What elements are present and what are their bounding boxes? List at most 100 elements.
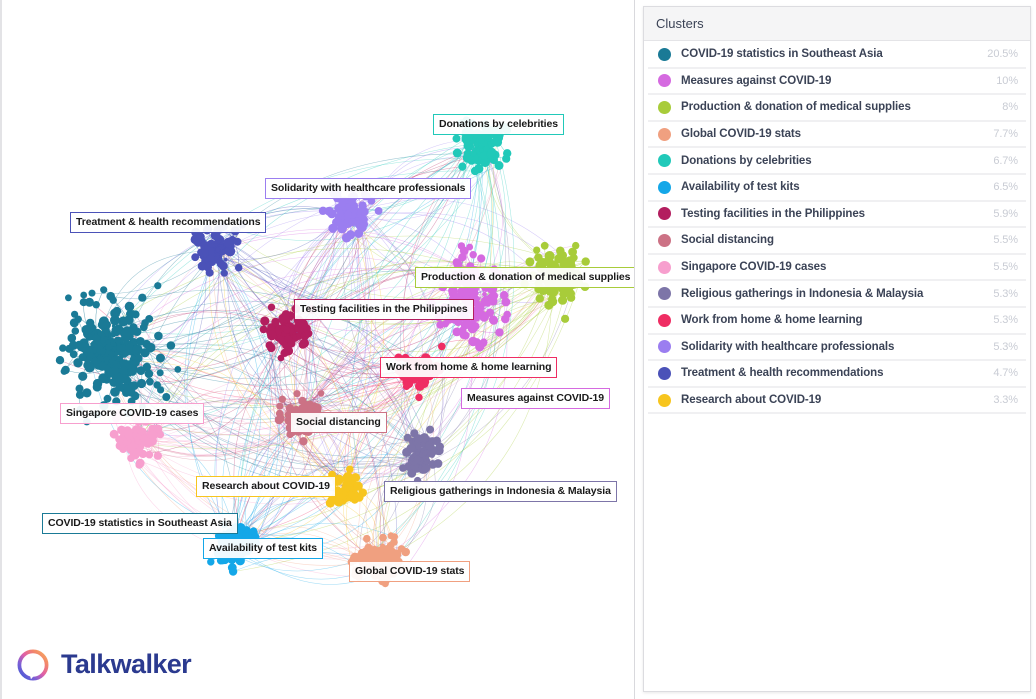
network-node[interactable] — [109, 429, 119, 439]
cluster-graph-label[interactable]: Work from home & home learning — [380, 357, 558, 378]
network-node[interactable] — [548, 294, 557, 303]
network-node[interactable] — [328, 497, 337, 505]
network-node[interactable] — [342, 206, 348, 211]
network-node[interactable] — [469, 251, 477, 259]
network-node[interactable] — [469, 137, 473, 141]
network-node[interactable] — [174, 366, 182, 373]
network-node[interactable] — [428, 460, 438, 469]
network-node[interactable] — [458, 326, 467, 335]
network-node[interactable] — [191, 253, 200, 262]
network-node[interactable] — [271, 317, 280, 327]
network-node[interactable] — [214, 237, 222, 245]
network-node[interactable] — [462, 153, 473, 163]
network-node[interactable] — [482, 291, 487, 297]
network-node[interactable] — [410, 457, 414, 462]
network-node[interactable] — [561, 287, 566, 292]
network-node[interactable] — [132, 345, 140, 354]
network-node[interactable] — [153, 451, 162, 460]
network-node[interactable] — [122, 376, 132, 385]
network-node[interactable] — [457, 242, 466, 250]
network-node[interactable] — [296, 333, 301, 338]
network-node[interactable] — [122, 336, 127, 341]
network-node[interactable] — [357, 222, 367, 231]
network-node[interactable] — [123, 438, 128, 443]
network-node[interactable] — [298, 319, 308, 329]
network-node[interactable] — [223, 237, 234, 248]
network-node[interactable] — [342, 477, 349, 483]
network-node[interactable] — [425, 441, 435, 451]
network-node[interactable] — [494, 161, 504, 170]
network-node[interactable] — [346, 465, 354, 474]
network-node[interactable] — [227, 563, 237, 572]
network-node[interactable] — [67, 333, 77, 343]
network-node[interactable] — [156, 369, 164, 377]
network-node[interactable] — [60, 367, 68, 375]
network-node[interactable] — [92, 382, 102, 392]
network-node[interactable] — [478, 137, 485, 144]
network-node[interactable] — [283, 326, 291, 334]
network-node[interactable] — [473, 286, 479, 292]
network-node[interactable] — [451, 292, 455, 296]
network-node[interactable] — [399, 464, 407, 472]
network-node[interactable] — [200, 245, 205, 250]
network-node[interactable] — [136, 366, 146, 376]
network-node[interactable] — [202, 253, 208, 258]
network-node[interactable] — [124, 341, 128, 345]
network-node[interactable] — [129, 381, 139, 391]
network-node[interactable] — [480, 157, 490, 168]
network-node[interactable] — [92, 301, 100, 309]
network-node[interactable] — [119, 366, 128, 375]
network-node[interactable] — [277, 354, 285, 362]
network-node[interactable] — [492, 137, 496, 141]
network-node[interactable] — [84, 362, 95, 373]
network-node[interactable] — [260, 316, 270, 326]
network-node[interactable] — [334, 474, 344, 485]
network-node[interactable] — [278, 395, 286, 403]
network-node[interactable] — [85, 297, 94, 307]
network-node[interactable] — [141, 434, 148, 441]
network-node[interactable] — [73, 358, 83, 368]
network-node[interactable] — [284, 335, 292, 343]
network-node[interactable] — [374, 207, 383, 215]
cluster-row[interactable]: Production & donation of medical supplie… — [648, 95, 1026, 122]
network-node[interactable] — [59, 344, 67, 352]
network-node[interactable] — [358, 215, 363, 220]
network-node[interactable] — [116, 344, 123, 352]
network-node[interactable] — [110, 315, 120, 326]
network-node[interactable] — [304, 329, 313, 338]
network-node[interactable] — [75, 390, 85, 399]
network-node[interactable] — [71, 327, 80, 335]
network-node[interactable] — [540, 241, 549, 250]
network-node[interactable] — [477, 254, 486, 263]
network-node[interactable] — [549, 286, 559, 297]
network-node[interactable] — [387, 532, 395, 540]
network-node[interactable] — [145, 450, 154, 459]
cluster-graph-label[interactable]: Solidarity with healthcare professionals — [265, 178, 472, 199]
network-node[interactable] — [470, 166, 480, 176]
cluster-graph-label[interactable]: Availability of test kits — [203, 538, 323, 559]
network-node[interactable] — [466, 243, 474, 251]
network-node[interactable] — [105, 339, 111, 345]
network-node[interactable] — [276, 402, 284, 410]
cluster-graph-label[interactable]: Treatment & health recommendations — [70, 212, 267, 233]
network-node[interactable] — [353, 209, 358, 214]
network-node[interactable] — [267, 330, 277, 341]
network-node[interactable] — [355, 217, 359, 221]
network-node[interactable] — [369, 547, 373, 551]
network-node[interactable] — [502, 154, 511, 163]
network-node[interactable] — [563, 286, 573, 296]
network-node[interactable] — [415, 393, 423, 402]
network-node[interactable] — [462, 289, 466, 294]
network-node[interactable] — [458, 162, 467, 171]
network-node[interactable] — [363, 534, 371, 543]
network-node[interactable] — [220, 269, 228, 277]
network-node[interactable] — [478, 302, 482, 306]
network-node[interactable] — [429, 452, 435, 458]
cluster-graph-label[interactable]: COVID-19 statistics in Southeast Asia — [42, 513, 238, 534]
network-node[interactable] — [110, 308, 120, 319]
network-node[interactable] — [487, 147, 496, 157]
network-node[interactable] — [108, 350, 115, 358]
